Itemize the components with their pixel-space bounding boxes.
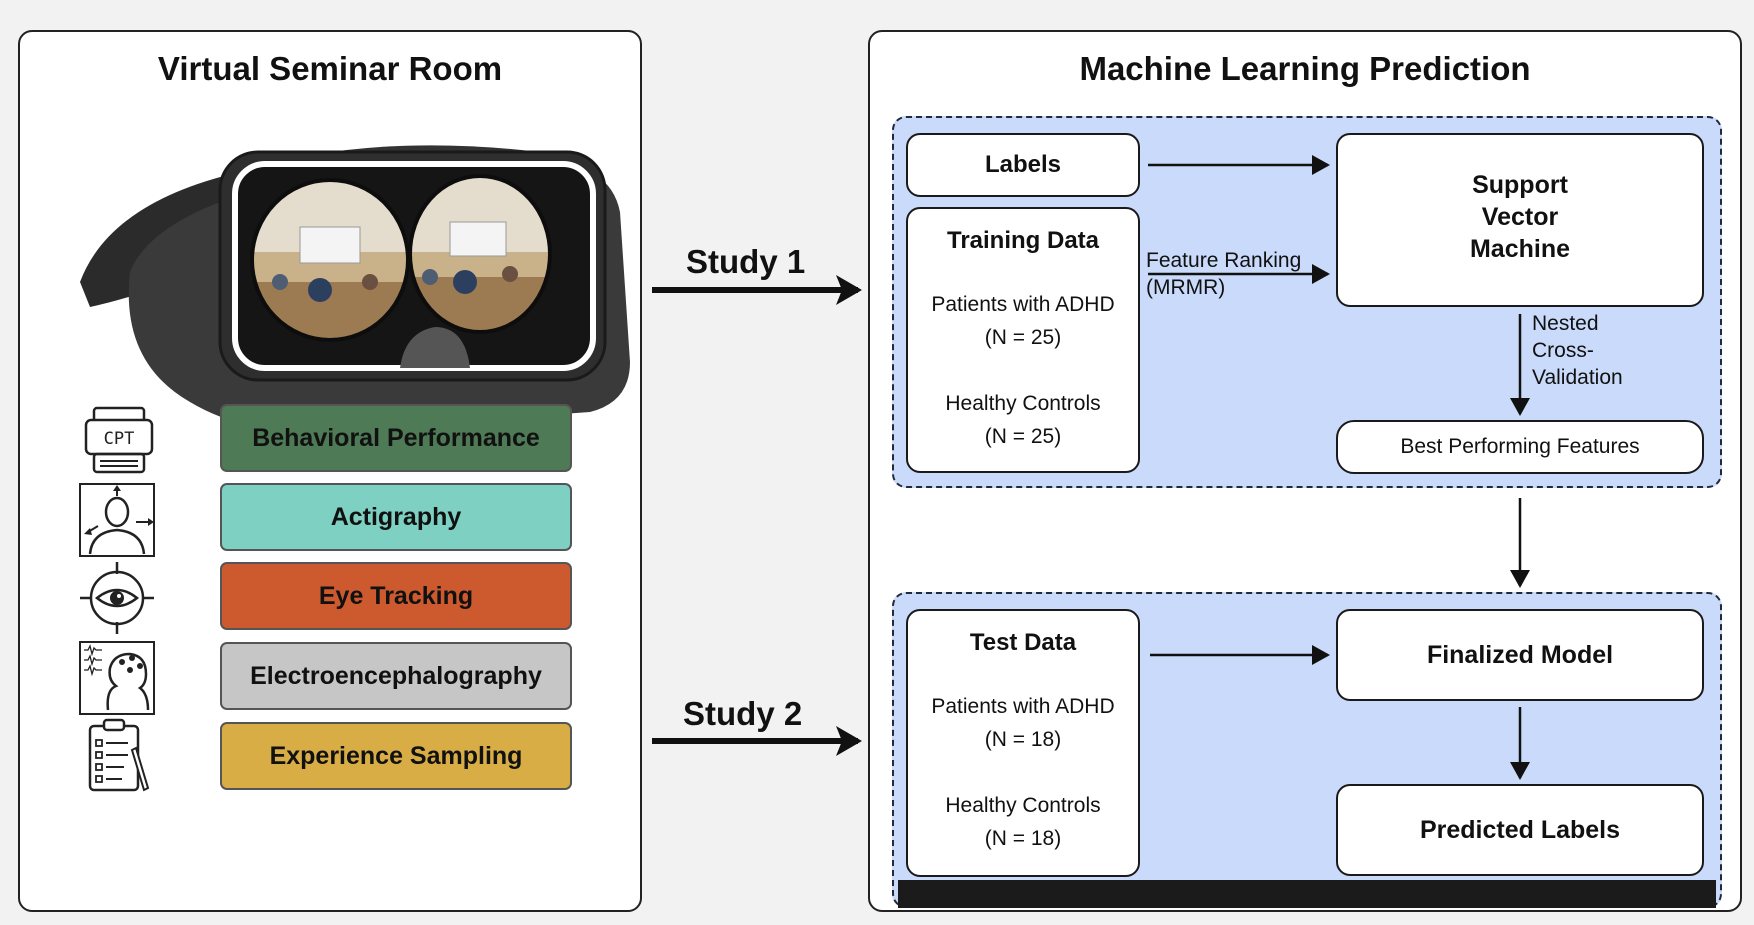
test-data-box: Test Data Patients with ADHD (N = 18) He… <box>906 609 1140 877</box>
cpt-icon: CPT <box>84 406 154 474</box>
test-data-title: Test Data <box>969 629 1077 656</box>
training-data-box: Training Data Patients with ADHD (N = 25… <box>906 207 1140 473</box>
svm-line-1: Support <box>1472 171 1568 199</box>
training-hc-count: (N = 25) <box>984 425 1062 448</box>
finalized-model-box: Finalized Model <box>1336 609 1704 701</box>
training-data-title: Training Data <box>946 227 1100 254</box>
study-1-label: Study 1 <box>686 243 806 280</box>
mrmr-label: (MRMR) <box>1146 276 1226 299</box>
actigraphy-person-icon <box>79 483 155 557</box>
eeg-head-icon <box>79 641 155 715</box>
vr-headset-image <box>80 145 630 432</box>
training-adhd-label: Patients with ADHD <box>931 293 1115 316</box>
training-adhd-count: (N = 25) <box>984 326 1062 349</box>
study-2-label: Study 2 <box>683 695 803 732</box>
left-panel-title: Virtual Seminar Room <box>157 50 503 87</box>
test-hc-label: Healthy Controls <box>945 794 1101 817</box>
training-hc-label: Healthy Controls <box>945 392 1101 415</box>
svm-line-3: Machine <box>1469 235 1571 263</box>
test-adhd-count: (N = 18) <box>984 728 1062 751</box>
labels-box: Labels <box>906 133 1140 197</box>
svg-text:CPT: CPT <box>104 429 135 449</box>
modality-behavioral-performance: Behavioral Performance <box>220 404 572 472</box>
test-hc-count: (N = 18) <box>984 827 1062 850</box>
modality-electroencephalography: Electroencephalography <box>220 642 572 710</box>
virtual-seminar-room-panel: Virtual Seminar Room <box>18 30 642 912</box>
modality-actigraphy: Actigraphy <box>220 483 572 551</box>
eye-tracking-icon <box>80 562 154 634</box>
modality-experience-sampling: Experience Sampling <box>220 722 572 790</box>
clipboard-questionnaire-icon <box>88 718 150 792</box>
ncv-line-1: Nested <box>1532 312 1599 335</box>
predicted-labels-box: Predicted Labels <box>1336 784 1704 876</box>
right-panel-title: Machine Learning Prediction <box>1079 50 1531 87</box>
ncv-line-2: Cross- <box>1532 339 1594 362</box>
feature-ranking-label: Feature Ranking <box>1146 249 1302 272</box>
modality-eye-tracking: Eye Tracking <box>220 562 572 630</box>
ncv-line-3: Validation <box>1532 366 1623 389</box>
svm-line-2: Vector <box>1481 203 1559 231</box>
svm-box: Support Vector Machine <box>1336 133 1704 307</box>
best-features-box: Best Performing Features <box>1336 420 1704 474</box>
test-adhd-label: Patients with ADHD <box>931 695 1115 718</box>
bottom-dark-strip <box>898 880 1716 908</box>
